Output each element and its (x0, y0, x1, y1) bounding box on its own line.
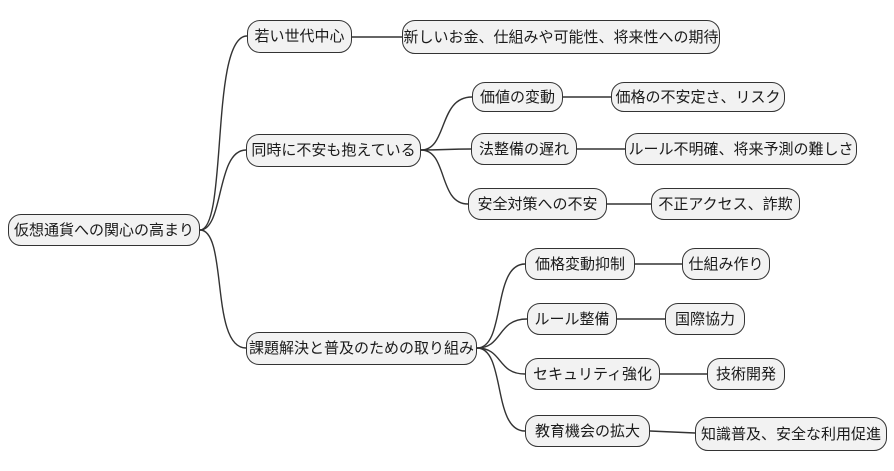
connector-root-to-anxieties (199, 149, 247, 231)
mindmap-node-knowledge-dissemination: 知識普及、安全な利用促進 (695, 417, 887, 451)
connector-initiatives-to-security-enhancement (476, 347, 526, 375)
connector-root-to-young-generation (199, 35, 248, 231)
mindmap-node-root: 仮想通貨への関心の高まり (8, 214, 200, 246)
mindmap-node-anxieties: 同時に不安も抱えている (246, 134, 421, 167)
mindmap-node-young-generation: 若い世代中心 (247, 20, 352, 53)
mindmap-node-expectations: 新しいお金、仕組みや可能性、将来性への期待 (402, 20, 720, 54)
mindmap-node-security-enhancement: セキュリティ強化 (525, 358, 660, 390)
mindmap-node-education-expansion: 教育機会の拡大 (525, 415, 650, 447)
mindmap-node-legal-delay: 法整備の遅れ (471, 133, 577, 165)
connector-anxieties-to-legal-delay (420, 148, 472, 151)
connector-root-to-initiatives (199, 229, 247, 349)
mindmap-node-unclear-rules: ルール不明確、将来予測の難しさ (625, 133, 857, 165)
mindmap-node-mechanism-building: 仕組み作り (682, 248, 770, 280)
mindmap-node-fraud: 不正アクセス、詐欺 (651, 188, 800, 220)
mindmap-node-rule-development: ルール整備 (527, 303, 617, 335)
mindmap-node-tech-development: 技術開発 (707, 358, 785, 390)
mindmap-node-value-fluctuation: 価値の変動 (472, 82, 563, 112)
connector-initiatives-to-rule-development (476, 318, 528, 349)
connector-anxieties-to-security-concern (420, 149, 469, 205)
mindmap-node-price-stabilization: 価格変動抑制 (525, 248, 635, 280)
connector-education-expansion-to-knowledge (649, 430, 696, 434)
mindmap-node-security-concern: 安全対策への不安 (468, 188, 607, 220)
mindmap-node-price-instability-risk: 価格の不安定さ、リスク (611, 82, 785, 112)
mindmap-node-initiatives: 課題解決と普及のための取り組み (246, 332, 477, 365)
mindmap-node-international-cooperation: 国際協力 (665, 303, 745, 335)
connector-initiatives-to-price-stabilization (476, 263, 526, 349)
connector-initiatives-to-education-expansion (476, 347, 526, 432)
connector-anxieties-to-value-fluctuation (420, 96, 473, 151)
